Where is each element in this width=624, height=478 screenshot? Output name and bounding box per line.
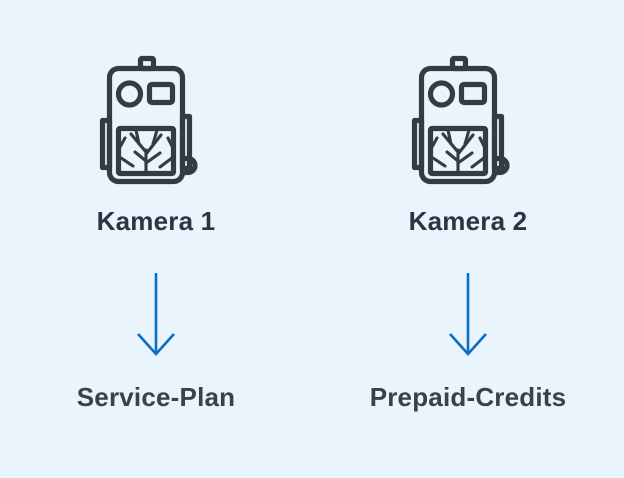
down-arrow-icon [428,271,508,357]
node-label: Kamera 1 [96,206,216,236]
down-arrow-icon [116,271,196,357]
trail-camera-icon [76,34,236,194]
branch-kamera-1: Kamera 1 Service-Plan [76,34,236,412]
outcome-label: Service-Plan [76,382,236,412]
branch-kamera-2: Kamera 2 Prepaid-Credits [312,0,624,478]
node-label: Kamera 2 [408,206,528,236]
trail-camera-icon [388,34,548,194]
outcome-label: Prepaid-Credits [369,382,567,412]
